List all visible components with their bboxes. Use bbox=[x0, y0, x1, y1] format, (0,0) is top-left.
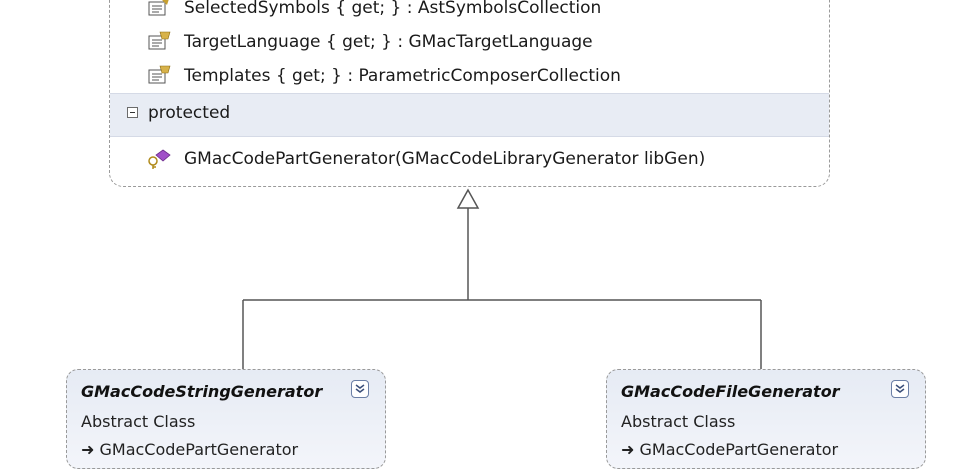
member-row[interactable]: GMacCodePartGenerator(GMacCodeLibraryGen… bbox=[146, 148, 705, 170]
section-label: protected bbox=[148, 103, 231, 123]
parent-class-box[interactable]: SelectedSymbols { get; } : AstSymbolsCol… bbox=[109, 0, 830, 187]
class-name: GMacCodeFileGenerator bbox=[621, 382, 840, 401]
property-icon bbox=[148, 0, 169, 16]
member-row[interactable]: SelectedSymbols { get; } : AstSymbolsCol… bbox=[146, 0, 601, 19]
property-icon bbox=[148, 65, 171, 84]
property-icon bbox=[148, 31, 171, 50]
child-class-box-file-generator[interactable]: GMacCodeFileGenerator Abstract Class ➜ G… bbox=[606, 369, 926, 469]
child-class-box-string-generator[interactable]: GMacCodeStringGenerator Abstract Class ➜… bbox=[66, 369, 386, 469]
collapse-toggle-icon[interactable] bbox=[127, 107, 138, 118]
inheritance-arrowhead bbox=[456, 188, 480, 209]
inheritance-connectors bbox=[242, 188, 762, 369]
member-text: Templates { get; } : ParametricComposerC… bbox=[184, 66, 621, 86]
member-row[interactable]: TargetLanguage { get; } : GMacTargetLang… bbox=[146, 31, 593, 53]
class-name: GMacCodeStringGenerator bbox=[81, 382, 323, 401]
protected-method-icon bbox=[148, 149, 171, 169]
member-row[interactable]: Templates { get; } : ParametricComposerC… bbox=[146, 65, 621, 87]
chevron-down-icon[interactable] bbox=[351, 380, 369, 398]
class-kind: Abstract Class bbox=[81, 412, 196, 431]
chevron-down-icon[interactable] bbox=[891, 380, 909, 398]
member-text: GMacCodePartGenerator(GMacCodeLibraryGen… bbox=[184, 149, 706, 169]
member-text: SelectedSymbols { get; } : AstSymbolsCol… bbox=[184, 0, 602, 18]
section-header-protected[interactable]: protected bbox=[110, 93, 829, 137]
member-text: TargetLanguage { get; } : GMacTargetLang… bbox=[184, 32, 593, 52]
class-kind: Abstract Class bbox=[621, 412, 736, 431]
